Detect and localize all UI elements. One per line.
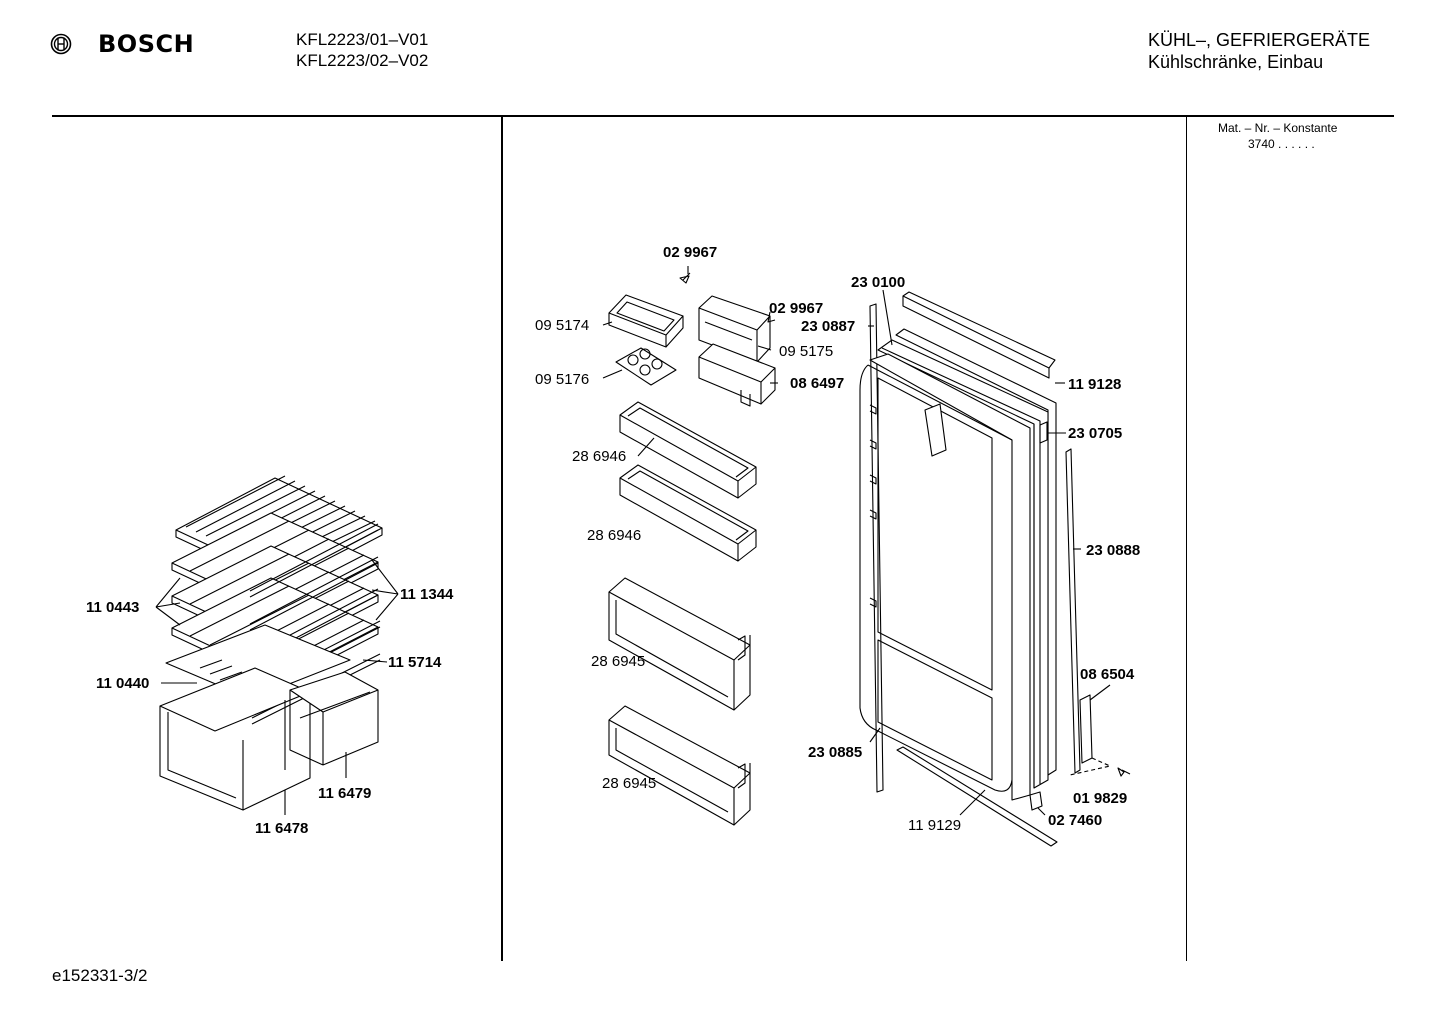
brand-logo: BOSCH — [50, 30, 194, 58]
model-number-1: KFL2223/01–V01 — [296, 30, 429, 49]
label-crisper-small: 11 6479 — [318, 785, 371, 802]
label-rail: 11 5714 — [388, 654, 442, 671]
label-frame-top: 23 0100 — [851, 274, 905, 291]
label-shelf-rails: 11 1344 — [400, 586, 454, 603]
header-rule — [52, 115, 1394, 117]
category-title: KÜHL–, GEFRIERGERÄTE — [1148, 30, 1371, 50]
label-cover-top: 11 9128 — [1068, 376, 1121, 393]
document-id: e152331-3/2 — [52, 966, 148, 985]
label-bracket: 08 6504 — [1080, 666, 1135, 683]
label-hinge-cap: 23 0705 — [1068, 425, 1122, 442]
label-screw-lid: 02 9967 — [769, 300, 823, 317]
label-glass-shelf: 11 0440 — [96, 675, 149, 692]
door-shelves — [608, 272, 776, 826]
divider-right — [1186, 117, 1187, 961]
label-lid: 09 5175 — [779, 343, 833, 360]
door-assembly — [859, 291, 1131, 847]
label-shelf-2: 28 6946 — [587, 527, 641, 544]
bosch-armature-icon — [50, 33, 72, 55]
label-crisper-large: 11 6478 — [255, 820, 308, 837]
label-butter-holder: 08 6497 — [790, 375, 844, 392]
model-number-2: KFL2223/02–V02 — [296, 51, 429, 70]
label-bottle-rack-2: 28 6945 — [602, 775, 656, 792]
label-bearing: 02 7460 — [1048, 812, 1102, 829]
brand-name: BOSCH — [98, 30, 195, 58]
mat-nr-label: Mat. – Nr. – Konstante — [1218, 121, 1338, 135]
part-labels-left: 11 1344 11 0443 11 0440 11 5714 11 6479 … — [86, 586, 454, 837]
divider-left — [501, 117, 503, 961]
label-egg-tray: 09 5176 — [535, 371, 589, 388]
part-labels-door: 02 9967 02 9967 09 5174 09 5175 09 5176 … — [535, 244, 1140, 834]
label-gasket-right: 23 0888 — [1086, 542, 1140, 559]
label-bottle-rack-1: 28 6945 — [591, 653, 645, 670]
label-butter-box: 09 5174 — [535, 317, 589, 334]
label-screw-bottom: 01 9829 — [1073, 790, 1127, 807]
label-gasket-left: 23 0887 — [801, 318, 855, 335]
label-shelf-1: 28 6946 — [572, 448, 626, 465]
label-inner-door: 23 0885 — [808, 744, 862, 761]
label-screw-top: 02 9967 — [663, 244, 717, 261]
label-shelves: 11 0443 — [86, 599, 139, 616]
label-cover-bottom: 11 9129 — [908, 817, 961, 834]
mat-nr-value: 3740 . . . . . . — [1248, 137, 1315, 151]
shelf-stack — [159, 475, 383, 811]
category-subtitle: Kühlschränke, Einbau — [1148, 52, 1324, 72]
